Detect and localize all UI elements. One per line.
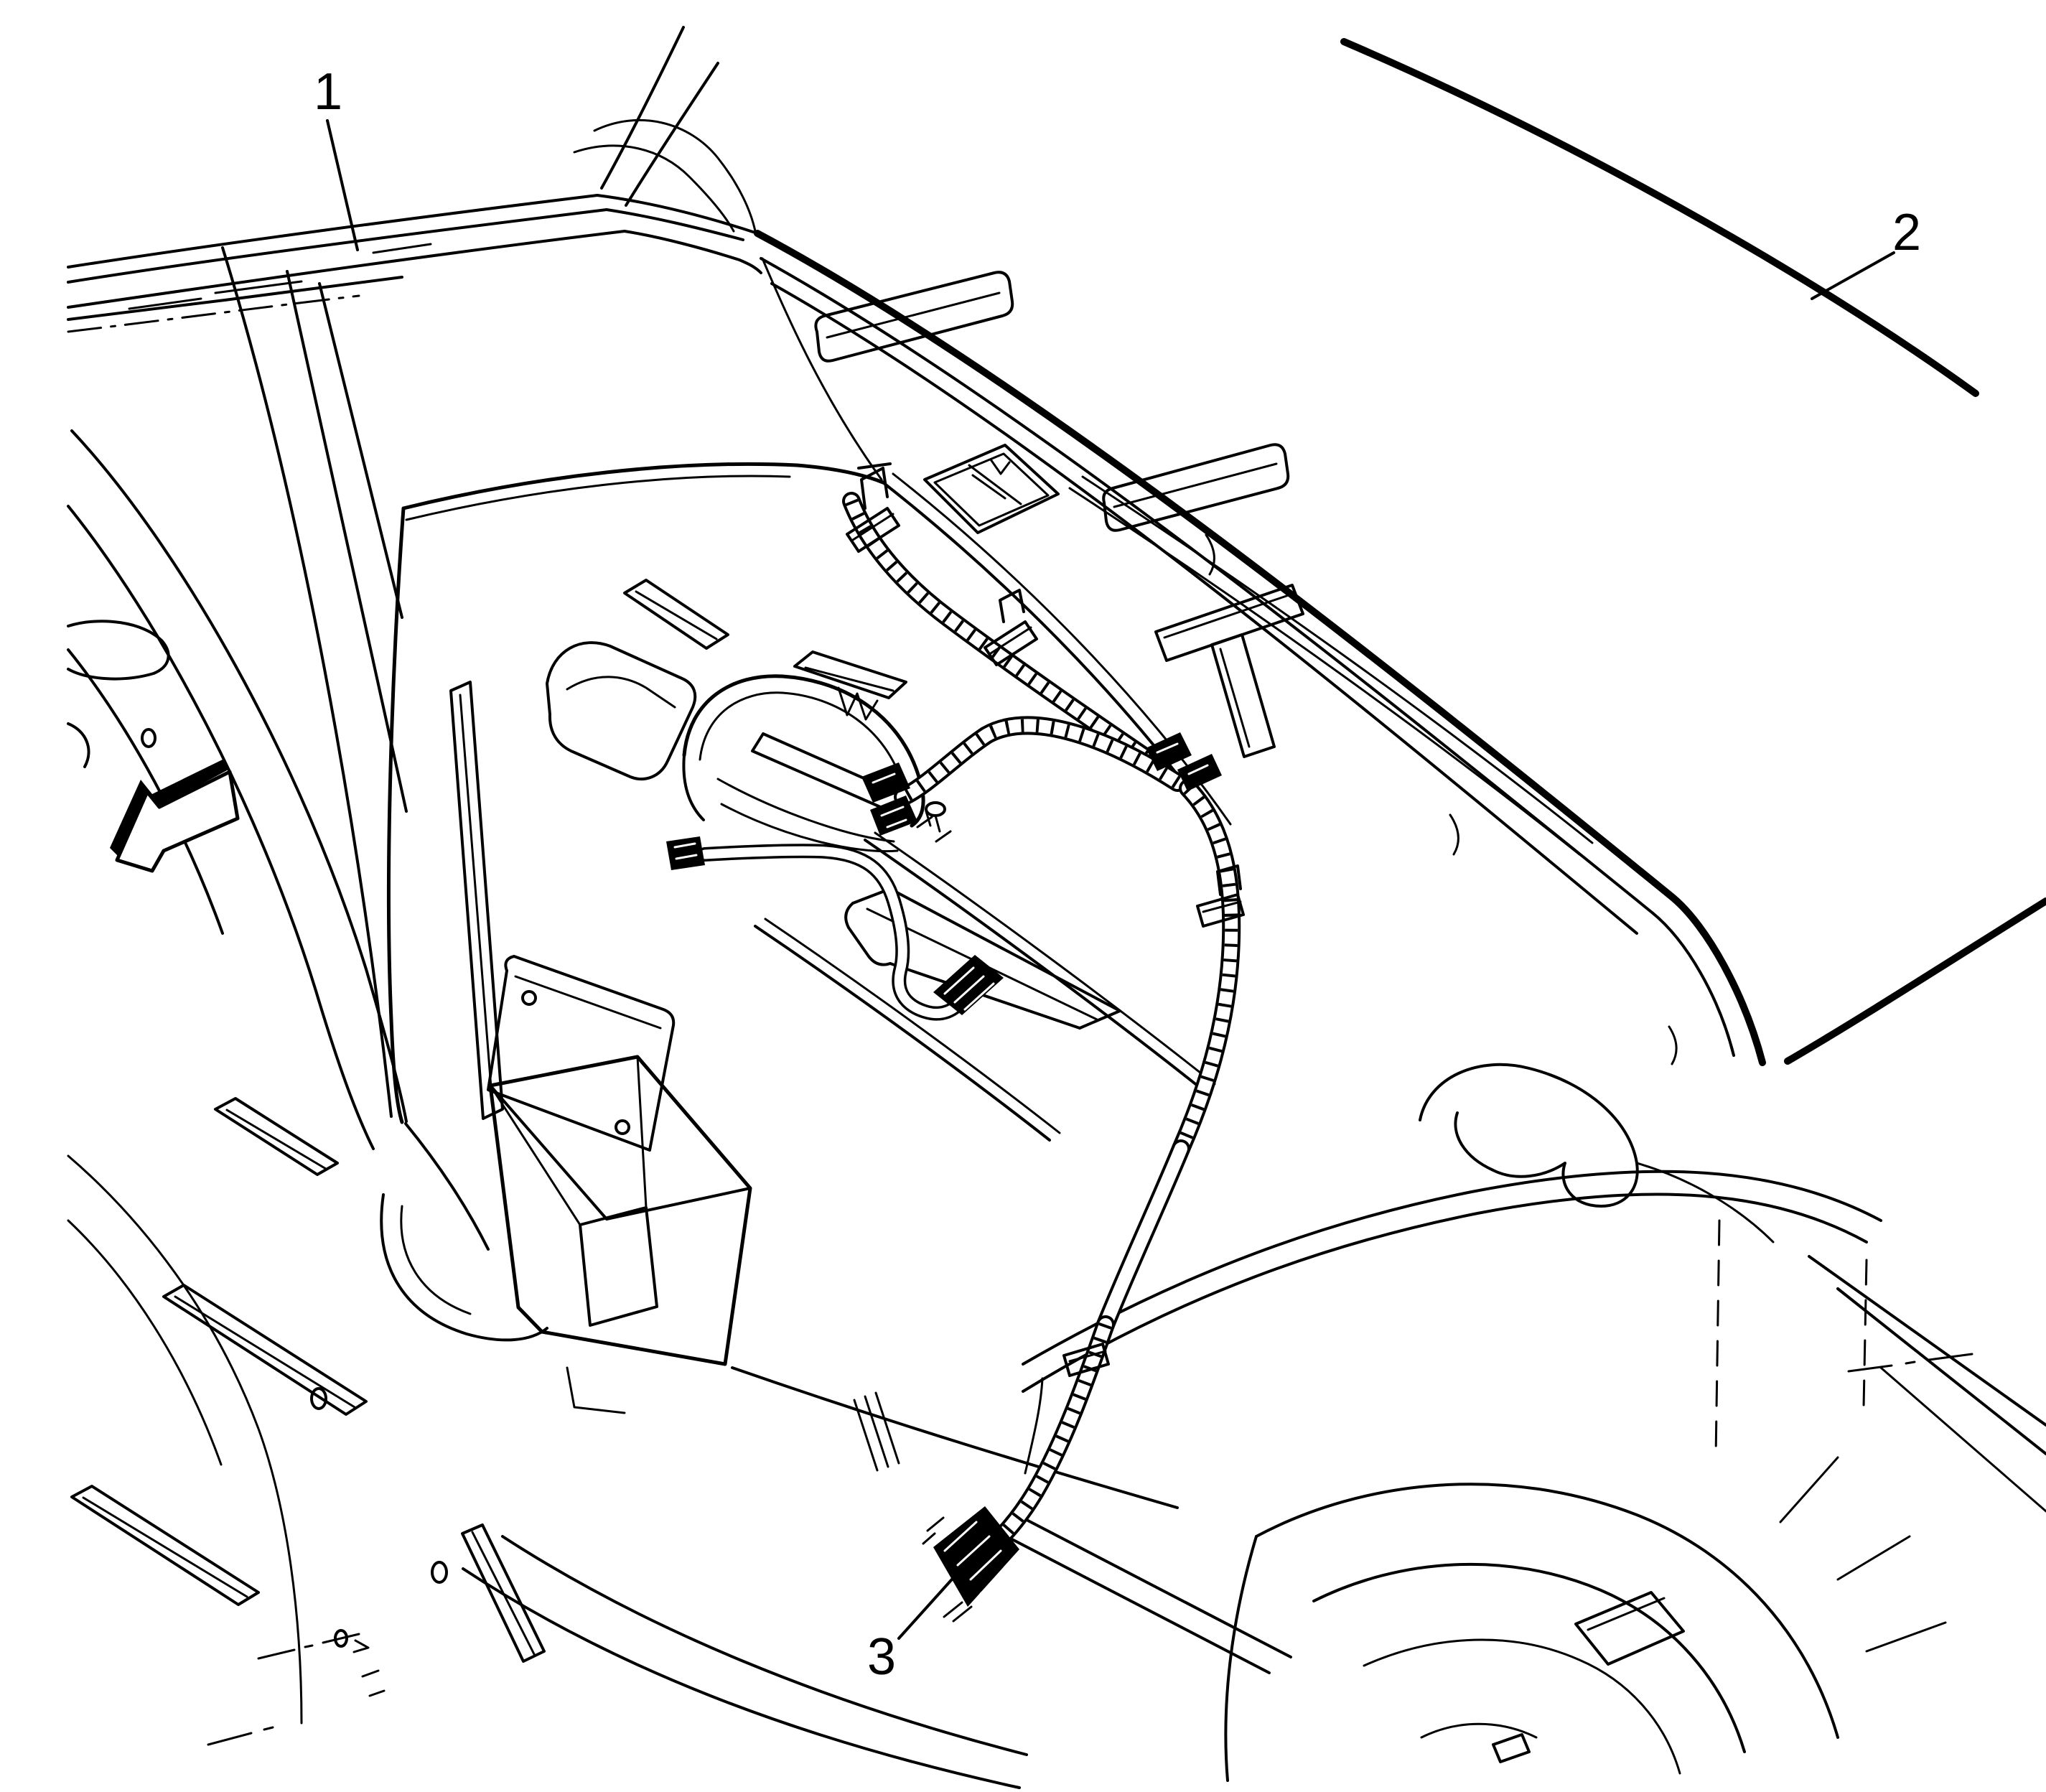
- harness-clip: [846, 462, 900, 553]
- callouts: 1 2 3: [314, 63, 1921, 1686]
- a-pillar: [221, 246, 408, 1118]
- harness-connectors: [666, 732, 1222, 1623]
- hvac-module: [380, 462, 1232, 1509]
- callout-label-3: 3: [867, 1628, 896, 1686]
- mounting-bracket: [487, 955, 676, 1152]
- blower-opening: [682, 674, 925, 853]
- dash-panel: [754, 230, 1766, 1066]
- wiring-harness: [698, 462, 1245, 1566]
- callout-label-2: 2: [1892, 204, 1921, 261]
- harness-clip: [1062, 1343, 1110, 1377]
- right-body-structure: [1022, 1063, 2046, 1782]
- cowl-panel: [67, 26, 762, 333]
- callout-leader-2: [1811, 251, 1895, 300]
- callout-leader-1: [326, 119, 359, 251]
- front-direction-arrow-icon: [110, 760, 240, 873]
- windshield: [1340, 38, 2046, 1065]
- harness-clip: [984, 589, 1038, 666]
- callout-label-1: 1: [314, 63, 342, 121]
- harness-connector-3: [922, 1506, 1019, 1623]
- floor-pan: [67, 429, 1292, 1789]
- callout-leader-3: [897, 1572, 958, 1640]
- harness-clip: [1196, 864, 1245, 928]
- outlet-duct-box: [488, 1055, 752, 1414]
